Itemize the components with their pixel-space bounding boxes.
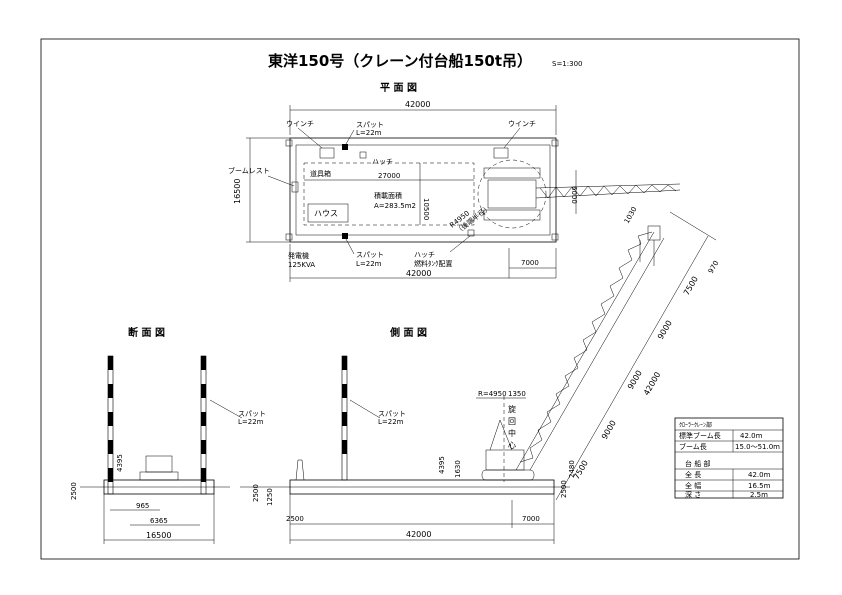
spec-label-width: 全 幅 [685,481,701,490]
deck-area-value: A=283.5m2 [374,202,416,210]
side-dim-2480: 2480 [568,460,576,478]
fuel-tank-label: 燃料ﾀﾝｸ配置 [414,259,453,268]
section-dim-16500: 16500 [146,531,171,540]
side-dim-1250: 1250 [266,488,274,506]
hatch-bottom-label: ハッチ [414,251,435,259]
boom-dim-line [555,235,709,501]
swing-center-c4: 心 [508,441,516,450]
plan-boom-lattice [539,184,677,199]
boom-dim-9000-b: 9000 [626,369,644,391]
side-spud-label: スパット [378,410,406,418]
deck-area-label: 積載面積 [374,191,402,200]
spud-bottom-len: L=22m [356,260,382,268]
section-dim-2500: 2500 [70,482,78,500]
side-view-title: 側 面 図 [389,326,427,339]
spec-label-length: 全 長 [685,470,701,479]
section-spud-left [107,355,114,495]
spec-value-boom-std: 42.0m [740,432,763,440]
section-dim-965: 965 [136,502,149,510]
plan-dim-6000: 6000 [570,186,578,204]
side-dim-4395: 4395 [438,456,446,474]
winch-right-label: ウインチ [508,120,536,128]
side-dim-2500-c: 2500 [560,480,568,498]
section-spud-label: スパット [238,410,266,418]
boom-dim-1030: 1030 [623,206,639,225]
scale-label: S=1:300 [552,60,582,68]
section-crane [145,455,173,473]
side-dim-7000: 7000 [522,515,540,523]
hatch-top-label: ハッチ [372,158,393,166]
drawing-title: 東洋150号（クレーン付台船150t吊） [268,52,532,70]
side-crane-body [485,449,525,471]
boom-rest-label: ブームレスト [228,166,270,175]
spec-label-boom-len: ブーム長 [679,442,707,451]
side-spud-len: L=22m [378,418,404,426]
section-view: スパット L=22m 4395 2500 965 6365 16500 [70,355,266,544]
side-crawler [481,469,535,481]
spec-header2: 台 船 部 [685,459,710,468]
spec-label-boom-std: 標準ブーム長 [679,431,721,440]
swing-center-c3: 中 [508,428,516,438]
plan-dim-10500: 10500 [422,198,430,220]
crane-body-plan [487,179,537,209]
spud-top-len: L=22m [356,129,382,137]
spec-table: ｸﾛｰﾗｰｸﾚｰﾝ部 標準ブーム長 42.0m ブーム長 15.0～51.0m … [674,417,784,499]
spud-top-label: スパット [356,121,384,129]
swing-radius-circle [477,159,547,229]
plan-view: 42000 27000 10500 道具箱 積載面積 A=283.5m2 ハウス… [228,100,681,282]
spec-value-width: 16.5m [748,482,771,490]
section-spud-right [200,355,207,495]
boom-dim-7500-top: 7500 [682,275,700,297]
section-dim-4395: 4395 [116,454,124,472]
generator-kva: 125KVA [288,261,315,269]
boom-dim-42000: 42000 [642,370,663,397]
winch-right-shape [493,147,509,159]
boom-dim-970: 970 [707,259,721,275]
plan-dim-bottom: 42000 [406,269,431,278]
generator-label: 発電機 [288,251,309,260]
plan-dim-16500: 16500 [233,179,242,204]
swing-center-c2: 回 [508,417,516,426]
side-dim-2500: 2500 [252,484,260,502]
section-view-title: 断 面 図 [128,326,165,339]
spud-top-shape [342,144,348,150]
swing-center-c1: 旋 [508,404,516,414]
section-dim-6365: 6365 [150,517,168,525]
side-view: スパット L=22m 旋 回 中 心 R=4950 1350 7500 900 [240,206,720,544]
house-outline [307,203,349,223]
plan-hull [289,137,557,243]
section-spud-len: L=22m [238,418,264,426]
side-spud [341,355,348,481]
side-radius-label: R=4950 [478,390,507,398]
spec-label-depth: 深 さ [685,490,701,499]
deck-area-outline [303,162,475,226]
house-label: ハウス [314,209,338,218]
spec-value-depth: 2.5m [750,491,768,499]
plan-dim-7000: 7000 [521,259,539,267]
drawing-border [40,38,800,560]
side-dim-1630: 1630 [454,460,462,478]
spec-header: ｸﾛｰﾗｰｸﾚｰﾝ部 [679,421,712,429]
spud-bottom-shape [342,233,348,239]
spud-bottom-label: スパット [356,251,384,259]
spec-value-boom-len: 15.0～51.0m [735,443,780,451]
spec-value-length: 42.0m [748,471,771,479]
plan-dim-27000: 27000 [378,172,400,180]
winch-left-label: ウインチ [286,120,314,128]
plan-view-title: 平 面 図 [380,82,417,94]
side-dim-2500-b: 2500 [286,515,304,523]
side-dim-42000: 42000 [406,530,431,539]
tool-box-label: 道具箱 [310,169,331,178]
plan-dim-top: 42000 [405,100,430,109]
side-dim-1350: 1350 [508,390,526,398]
side-boom-lattice [519,231,653,463]
boom-dim-9000-c: 9000 [600,419,618,441]
winch-left-shape [319,147,335,159]
